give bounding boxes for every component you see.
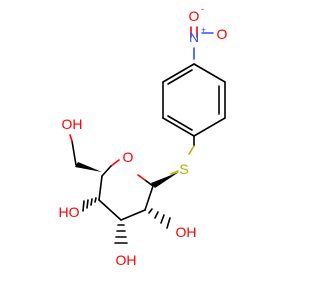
benzene-ring	[162, 63, 226, 137]
hashed-bond-c2-oh	[148, 208, 171, 229]
nitro-o-right-label: O	[217, 26, 228, 42]
ch2oh-label: OH	[62, 116, 83, 132]
nitro-o-top-label: O	[189, 8, 200, 24]
benzene-bond-4	[162, 117, 195, 137]
ring-oxygen-label: O	[123, 149, 134, 165]
ring-bond-o-c5	[101, 165, 112, 177]
pyranose-ring: O	[98, 149, 154, 221]
oh-c3-label: OH	[116, 252, 137, 268]
benzene-bond-1	[193, 63, 226, 83]
ring-bond-c1-o-red	[137, 174, 146, 181]
oh-c2-label: OH	[176, 224, 197, 240]
nitro-group: O - N + O	[189, 4, 228, 60]
benzene-inner-bond-c	[167, 69, 193, 85]
ring-bond-c3-c2	[120, 209, 146, 221]
bond-s-c1-tint	[170, 170, 179, 175]
ring-bond-c2-c1	[144, 185, 154, 211]
ring-bond-c4-c3	[98, 199, 122, 221]
ring-bond-c5-c4	[98, 175, 103, 201]
bond-c7-oh	[69, 134, 73, 142]
ring-bond-c1-o	[144, 179, 154, 187]
wedge-bond-c5-c6	[75, 162, 102, 172]
oh-c4-label: HO	[59, 204, 80, 220]
nitro-o-charge: -	[201, 4, 204, 14]
benzene-inner-bond-b	[167, 115, 193, 131]
hashed-bond-c4-oh	[82, 197, 97, 212]
nitro-n-label: N	[189, 29, 199, 45]
bond-c-s-aryl-b	[188, 145, 195, 155]
bond-c6-c7	[71, 140, 77, 166]
sulfur-label: S	[179, 161, 188, 177]
molecule-structure: O - N + O S O OH	[59, 4, 228, 268]
hashed-bond-c3-oh	[114, 224, 128, 244]
ring-bond-o-c5-red	[110, 159, 120, 167]
wedge-bond-s-c1	[151, 172, 179, 188]
nitro-n-charge: +	[201, 25, 206, 35]
benzene-bond-6	[162, 63, 195, 83]
benzene-bond-3	[193, 117, 226, 137]
